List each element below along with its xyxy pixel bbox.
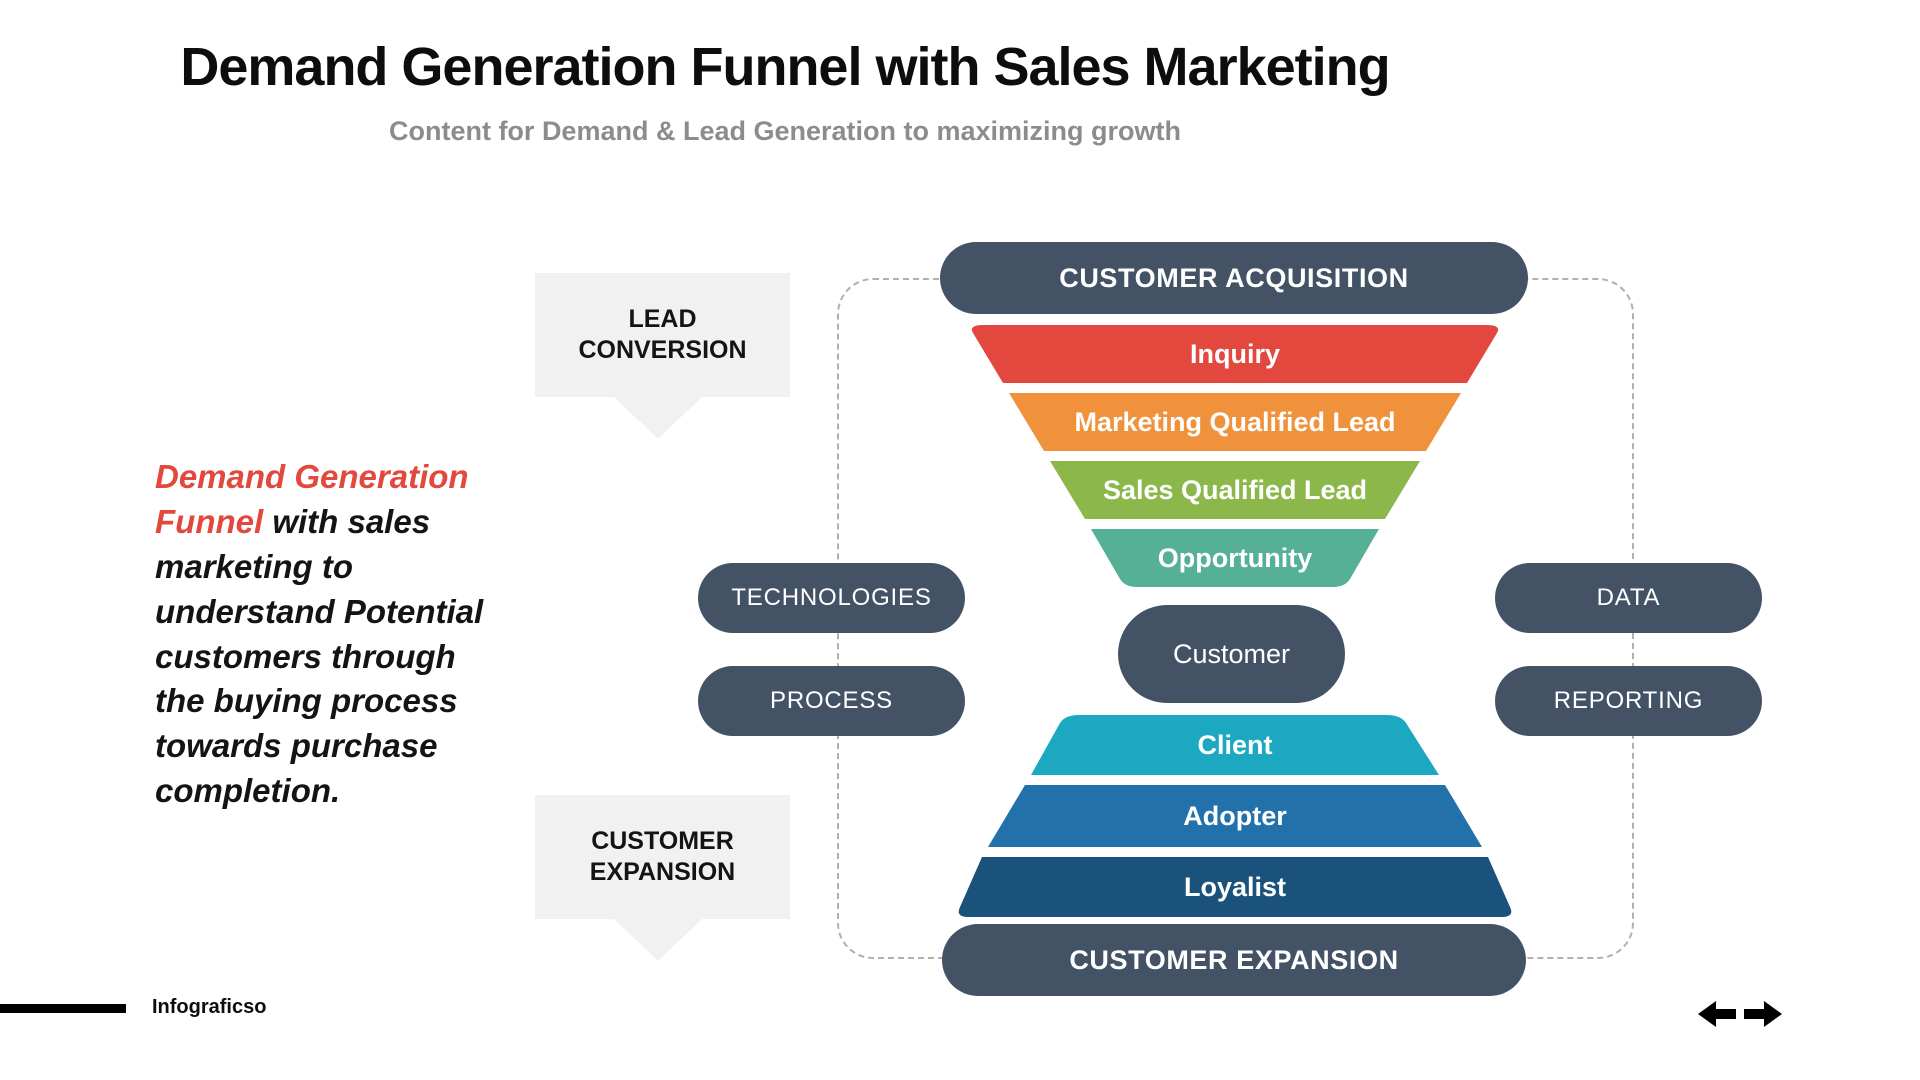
technologies-pill: TECHNOLOGIES	[698, 563, 965, 633]
description-text: Demand Generation Funnel with sales mark…	[155, 455, 503, 814]
stage-label-opportunity: Opportunity	[1158, 543, 1312, 573]
stage-label-inquiry: Inquiry	[1190, 339, 1280, 369]
funnel-stage-sales-qualified-lead	[1050, 461, 1420, 519]
reporting-pill: REPORTING	[1495, 666, 1762, 736]
customer-expansion-banner: CUSTOMER EXPANSION	[942, 924, 1526, 996]
callout-pointer	[614, 397, 702, 439]
next-arrow-icon[interactable]	[1744, 1001, 1782, 1027]
description-highlight: Demand Generation Funnel	[155, 458, 469, 540]
data-pill: DATA	[1495, 563, 1762, 633]
funnel-stage-opportunity	[1091, 529, 1379, 587]
customer-expansion-callout: CUSTOMER EXPANSION	[535, 795, 790, 961]
funnel-stage-client	[1031, 715, 1439, 775]
stage-label-marketing-qualified-lead: Marketing Qualified Lead	[1074, 407, 1395, 437]
slide-navigation	[1698, 1001, 1782, 1027]
funnel-stage-loyalist	[958, 857, 1512, 917]
stage-label-loyalist: Loyalist	[1184, 872, 1286, 902]
customer-node: Customer	[1118, 605, 1345, 703]
customer-expansion-label: CUSTOMER EXPANSION	[589, 826, 736, 886]
stage-label-adopter: Adopter	[1183, 801, 1287, 831]
footer-brand: Infograficso	[152, 996, 267, 1018]
description-rest: with sales marketing to understand Poten…	[155, 502, 484, 810]
customer-acquisition-banner: CUSTOMER ACQUISITION	[940, 242, 1528, 314]
callout-pointer	[614, 919, 702, 961]
process-pill: PROCESS	[698, 666, 965, 736]
lead-conversion-label: LEAD CONVERSION	[578, 304, 747, 364]
lead-conversion-callout: LEAD CONVERSION	[535, 273, 790, 439]
funnel-stage-adopter	[988, 785, 1482, 847]
header: Demand Generation Funnel with Sales Mark…	[110, 36, 1460, 147]
brand-accent-bar	[0, 1004, 126, 1013]
stage-label-sales-qualified-lead: Sales Qualified Lead	[1103, 475, 1367, 505]
funnel-stage-marketing-qualified-lead	[1009, 393, 1461, 451]
page-subtitle: Content for Demand & Lead Generation to …	[388, 116, 1182, 146]
funnel-stage-inquiry	[971, 325, 1499, 383]
stage-label-client: Client	[1197, 730, 1272, 760]
page-title: Demand Generation Funnel with Sales Mark…	[180, 37, 1390, 97]
previous-arrow-icon[interactable]	[1698, 1001, 1736, 1027]
